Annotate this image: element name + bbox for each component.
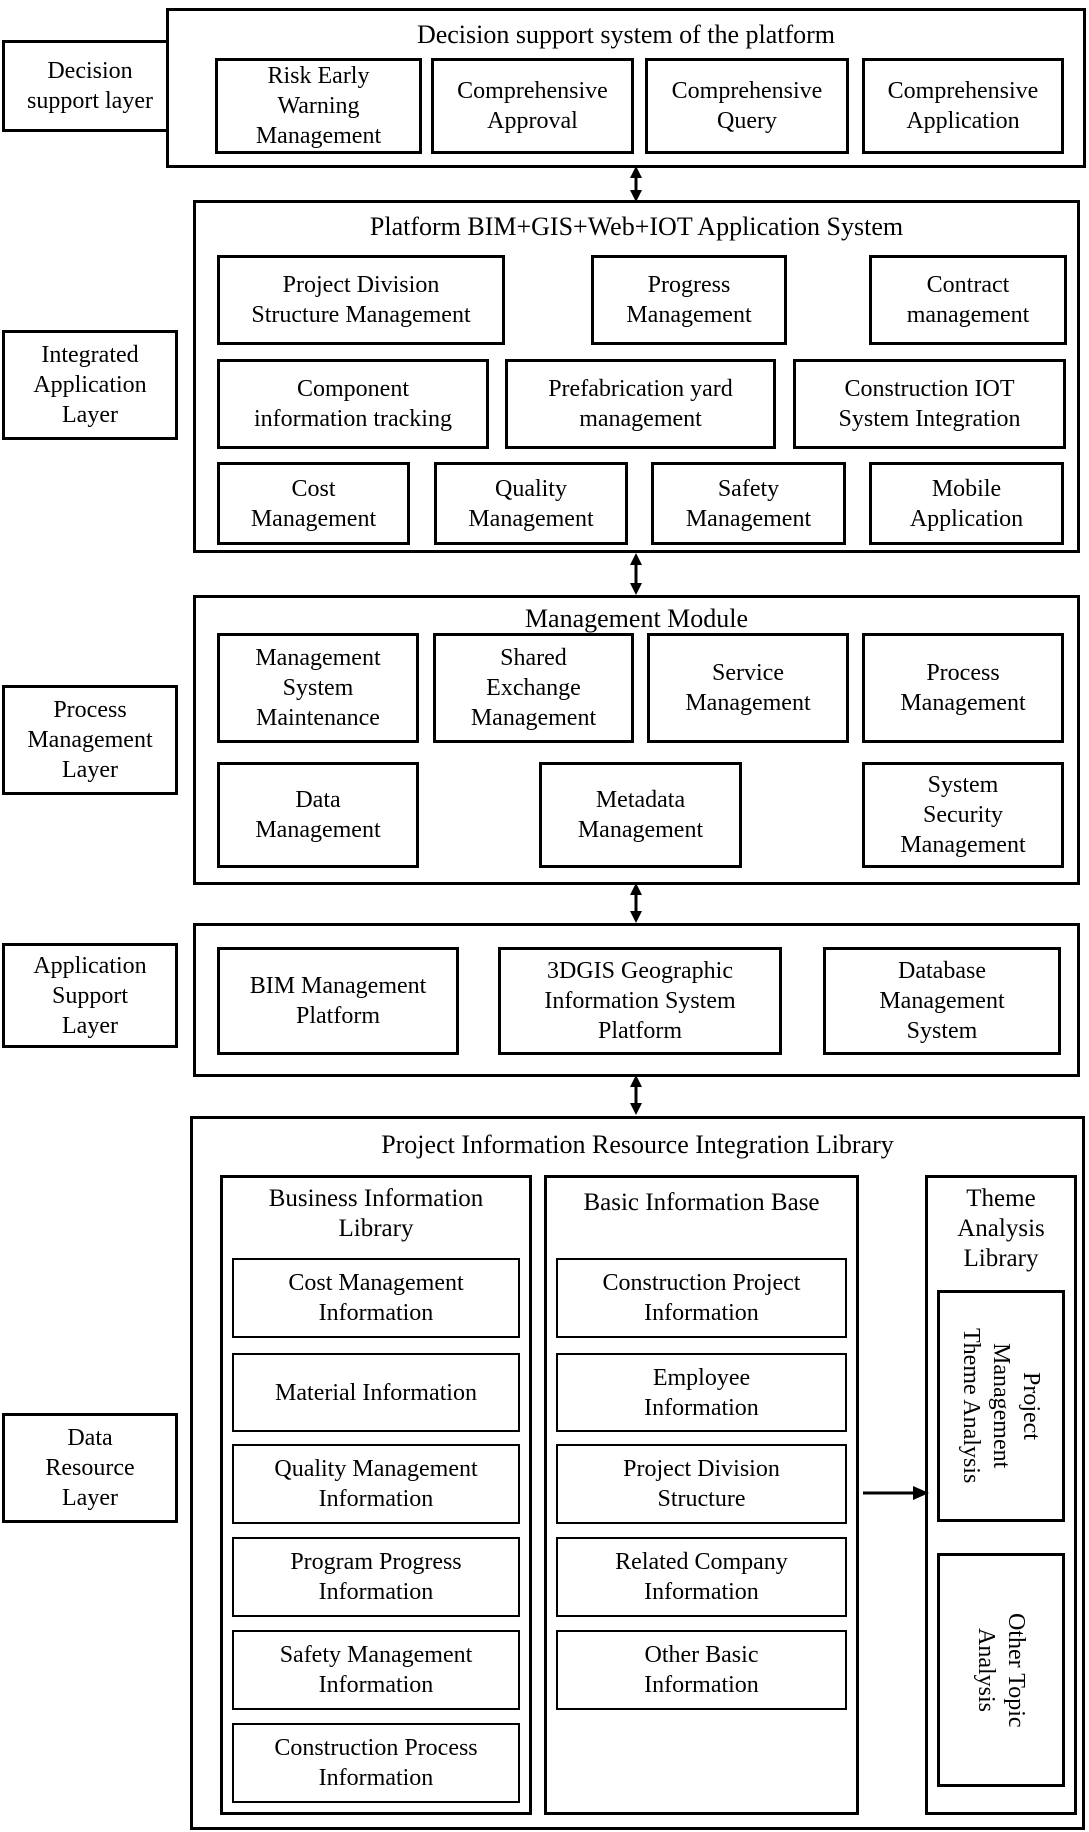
- section-resource-library: Project Information Resource Integration…: [190, 1116, 1085, 1830]
- box-related-company-information: Related Company Information: [556, 1537, 847, 1617]
- box-component-information-tracking: Component information tracking: [217, 359, 489, 449]
- section-title: Decision support system of the platform: [416, 20, 836, 49]
- layer-label-process-management: Process Management Layer: [2, 685, 178, 795]
- box-mobile-application: Mobile Application: [869, 462, 1064, 545]
- box-quality-management: Quality Management: [434, 462, 628, 545]
- section-title: Project Information Resource Integration…: [381, 1130, 894, 1159]
- column-theme-analysis-library: Theme Analysis Library Project Managemen…: [925, 1175, 1077, 1815]
- box-cost-management-information: Cost Management Information: [232, 1258, 520, 1338]
- box-other-basic-information: Other Basic Information: [556, 1630, 847, 1710]
- box-project-division-structure-management: Project Division Structure Management: [217, 255, 505, 345]
- box-comprehensive-approval: Comprehensive Approval: [431, 58, 634, 154]
- box-construction-process-information: Construction Process Information: [232, 1723, 520, 1803]
- box-employee-information: Employee Information: [556, 1353, 847, 1432]
- layer-label-application-support: Application Support Layer: [2, 943, 178, 1048]
- box-3dgis-platform: 3DGIS Geographic Information System Plat…: [498, 947, 782, 1055]
- box-project-management-theme-analysis: Project Management Theme Analysis: [937, 1290, 1065, 1522]
- box-shared-exchange-management: Shared Exchange Management: [433, 633, 634, 743]
- box-progress-management: Progress Management: [591, 255, 787, 345]
- section-application-support: BIM Management Platform 3DGIS Geographic…: [193, 923, 1080, 1077]
- box-prefabrication-yard-management: Prefabrication yard management: [505, 359, 776, 449]
- section-decision-support-system: Decision support system of the platform …: [166, 8, 1086, 168]
- box-project-division-structure: Project Division Structure: [556, 1444, 847, 1524]
- arrow-right-icon: [861, 1481, 929, 1505]
- column-basic-information-base: Basic Information Base Construction Proj…: [544, 1175, 859, 1815]
- box-risk-early-warning-management: Risk Early Warning Management: [215, 58, 422, 154]
- section-platform-application-system: Platform BIM+GIS+Web+IOT Application Sys…: [193, 200, 1080, 553]
- layer-label-data-resource: Data Resource Layer: [2, 1413, 178, 1523]
- box-bim-management-platform: BIM Management Platform: [217, 947, 459, 1055]
- box-metadata-management: Metadata Management: [539, 762, 742, 868]
- double-arrow-icon: [626, 553, 646, 595]
- box-service-management: Service Management: [647, 633, 849, 743]
- box-material-information: Material Information: [232, 1353, 520, 1432]
- box-contract-management: Contract management: [869, 255, 1067, 345]
- box-quality-management-information: Quality Management Information: [232, 1444, 520, 1524]
- double-arrow-icon: [626, 883, 646, 923]
- box-program-progress-information: Program Progress Information: [232, 1537, 520, 1617]
- box-safety-management-information: Safety Management Information: [232, 1630, 520, 1710]
- box-safety-management: Safety Management: [651, 462, 846, 545]
- column-business-information-library: Business Information Library Cost Manage…: [220, 1175, 532, 1815]
- section-title: Platform BIM+GIS+Web+IOT Application Sys…: [369, 212, 904, 241]
- double-arrow-icon: [626, 1075, 646, 1115]
- box-cost-management: Cost Management: [217, 462, 410, 545]
- column-title: Business Information Library: [268, 1185, 484, 1242]
- layer-label-decision-support: Decision support layer: [2, 40, 178, 132]
- box-construction-iot-system-integration: Construction IOT System Integration: [793, 359, 1066, 449]
- section-title: Management Module: [524, 604, 749, 633]
- box-management-system-maintenance: Management System Maintenance: [217, 633, 419, 743]
- box-comprehensive-application: Comprehensive Application: [862, 58, 1064, 154]
- box-system-security-management: System Security Management: [862, 762, 1064, 868]
- box-process-management: Process Management: [862, 633, 1064, 743]
- section-management-module: Management Module Management System Main…: [193, 595, 1080, 885]
- box-construction-project-information: Construction Project Information: [556, 1258, 847, 1338]
- box-other-topic-analysis: Other Topic Analysis: [937, 1553, 1065, 1787]
- column-title: Theme Analysis Library: [957, 1185, 1045, 1272]
- box-database-management-system: Database Management System: [823, 947, 1061, 1055]
- double-arrow-icon: [626, 166, 646, 202]
- layer-label-integrated-application: Integrated Application Layer: [2, 330, 178, 440]
- box-data-management: Data Management: [217, 762, 419, 868]
- box-comprehensive-query: Comprehensive Query: [645, 58, 849, 154]
- column-title: Basic Information Base: [583, 1189, 820, 1216]
